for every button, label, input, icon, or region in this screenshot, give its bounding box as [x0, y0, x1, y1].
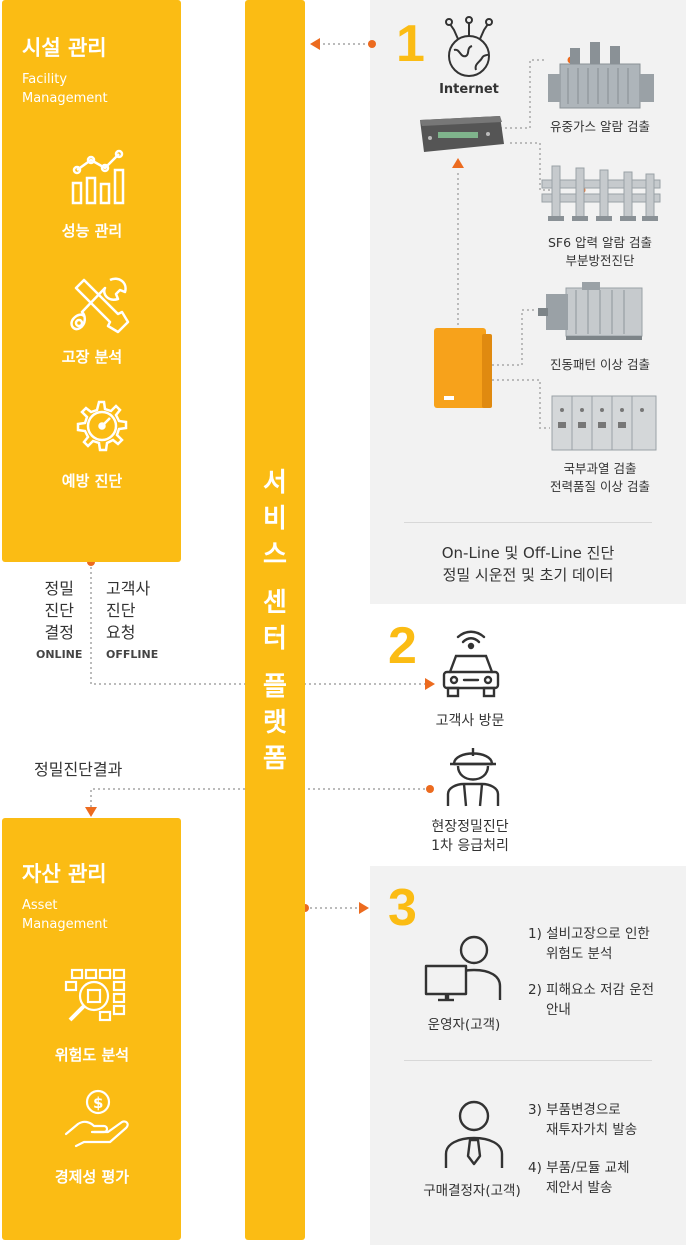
sensor-box-device [434, 328, 492, 408]
operator-item-1: 1) 설비고장으로 인한 위험도 분석 [528, 926, 650, 962]
caption-oil-gas: 유중가스 알람 검출 [550, 119, 650, 134]
gis-switchgear-image [541, 165, 661, 221]
feature-label-prevent: 예방 진단 [61, 472, 123, 490]
gear-gauge-icon [76, 400, 128, 452]
engineer-icon [446, 748, 500, 807]
switchboard-image [551, 395, 657, 451]
grid-magnifier-icon [64, 968, 126, 1022]
flow-result-label: 정밀진단결과 [34, 760, 123, 779]
internet-globe-icon [445, 16, 493, 77]
transformer-image [548, 42, 654, 109]
facility-title: 시설 관리 [22, 36, 107, 60]
section3-divider [404, 1060, 652, 1061]
asset-panel: 자산 관리 Asset Management 위험도 분석 $ 경제성 평가 [2, 818, 181, 1240]
section3-panel [370, 866, 686, 1245]
buyer-item-1: 3) 부품변경으로 재투자가치 발송 [528, 1102, 638, 1138]
operator-item-2: 2) 피해요소 저감 운전 안내 [528, 982, 655, 1018]
caption-vibration: 진동패턴 이상 검출 [550, 357, 650, 372]
caption-overheat: 국부과열 검출 전력품질 이상 검출 [550, 461, 650, 494]
motor-image [538, 282, 643, 340]
gateway-device-icon [420, 116, 504, 152]
connected-car-icon [442, 630, 500, 698]
asset-subtitle: Asset Management [22, 898, 108, 932]
performance-chart-icon [71, 149, 125, 205]
step-number-1: 1 [396, 15, 425, 73]
caption-sf6: SF6 압력 알람 검출 부분방전진단 [548, 235, 652, 268]
wrench-screwdriver-icon [70, 277, 130, 334]
step-number-3: 3 [388, 879, 417, 937]
flow-online-label: 정밀 진단 결정 ONLINE [36, 579, 83, 661]
asset-title: 자산 관리 [22, 862, 107, 886]
buyer-icon [444, 1100, 504, 1168]
step-number-2: 2 [388, 617, 417, 675]
money-hand-icon: $ [64, 1089, 129, 1148]
service-center-title: 서 비 스 센 터 플 랫 폼 [263, 468, 287, 774]
flow-offline-label: 고객사 진단 요청 OFFLINE [106, 579, 159, 661]
service-center-bar [245, 0, 305, 1240]
caption-buyer: 구매결정자(고객) [423, 1183, 521, 1199]
facility-subtitle: Facility Management [22, 72, 108, 106]
facility-panel: 시설 관리 Facility Management 성능 관리 고장 분석 [2, 0, 181, 562]
svg-text:$: $ [93, 1094, 103, 1112]
internet-label: Internet [439, 82, 499, 97]
feature-label-economy: 경제성 평가 [54, 1168, 130, 1186]
caption-onsite: 현장정밀진단 1차 응급처리 [431, 819, 509, 854]
section1-divider [404, 522, 652, 523]
buyer-item-2: 4) 부품/모듈 교체 제안서 발송 [528, 1160, 630, 1196]
feature-label-fault: 고장 분석 [61, 348, 123, 366]
section1-footer: On-Line 및 Off-Line 진단 정밀 시운전 및 초기 데이터 [441, 544, 615, 584]
caption-visit: 고객사 방문 [435, 713, 505, 729]
feature-label-performance: 성능 관리 [61, 222, 123, 240]
feature-label-risk: 위험도 분석 [54, 1046, 130, 1064]
caption-operator: 운영자(고객) [427, 1017, 501, 1033]
operator-icon [424, 935, 502, 1002]
